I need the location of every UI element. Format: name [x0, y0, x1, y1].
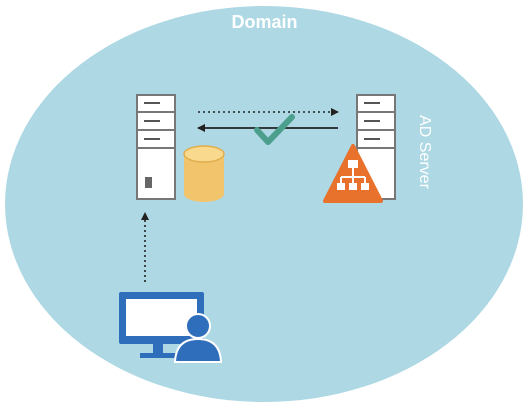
app-server-icon: [136, 94, 176, 200]
database-icon: [183, 145, 225, 202]
domain-title: Domain: [231, 12, 298, 32]
user-icon: [173, 313, 223, 363]
checkmark-icon: [254, 114, 295, 145]
hierarchy-warning-icon: [323, 144, 383, 203]
domain-ellipse: [5, 6, 523, 402]
user-workstation-icon: [119, 292, 223, 363]
ad-server-label: AD Server: [416, 115, 433, 189]
